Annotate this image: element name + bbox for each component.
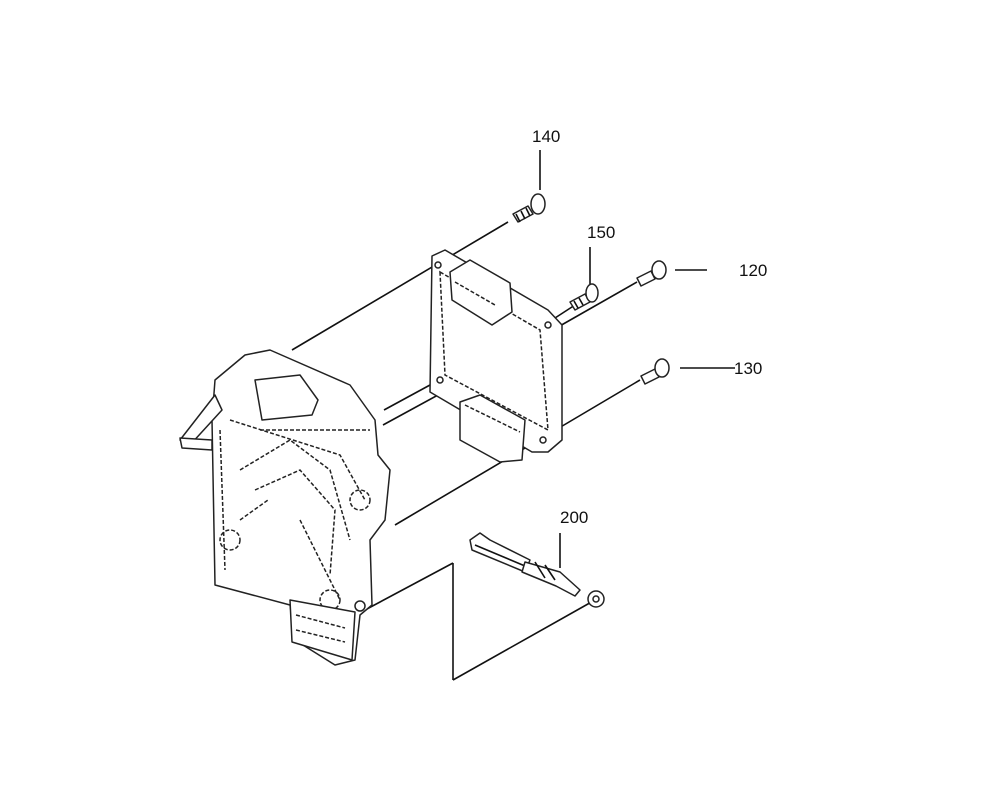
control-unit: [429, 249, 563, 463]
screw-120: [636, 260, 667, 287]
callout-130: 130: [734, 359, 763, 378]
callout-120: 120: [739, 261, 768, 280]
housing: [179, 349, 391, 666]
screw-130: [640, 358, 670, 385]
callout-200: 200: [560, 508, 589, 527]
screw-140: [512, 193, 546, 223]
leader-lines: [539, 150, 735, 568]
screw-150: [569, 283, 599, 311]
callout-140: 140: [532, 127, 561, 146]
callout-150: 150: [587, 223, 616, 242]
wire-harness-200: [469, 532, 605, 608]
